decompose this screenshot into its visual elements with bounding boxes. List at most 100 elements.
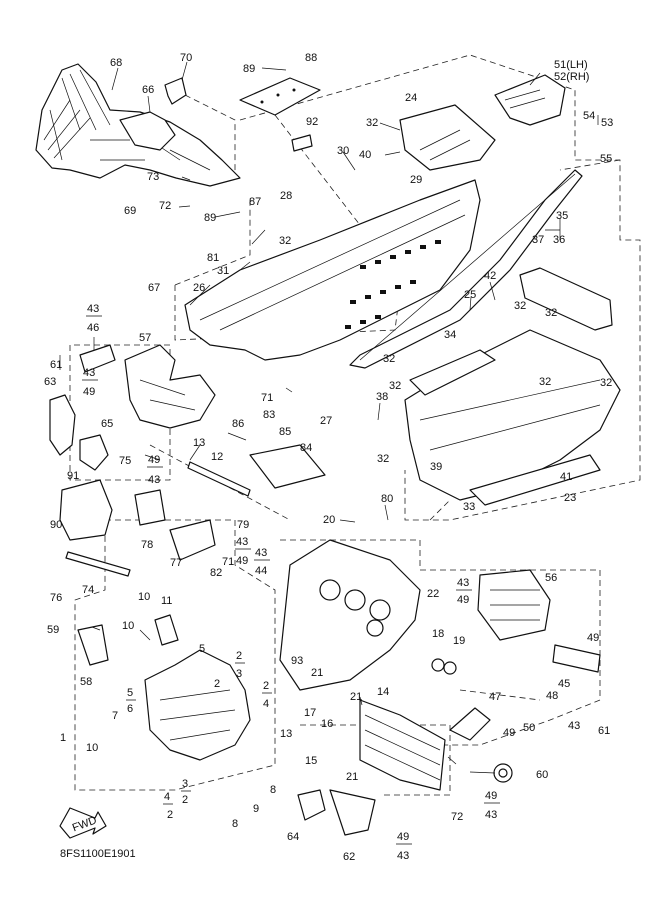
callout-43c: 43 xyxy=(148,474,160,486)
callout-49a: 49 xyxy=(83,386,95,398)
callout-56: 56 xyxy=(545,572,557,584)
callout-79: 79 xyxy=(237,519,249,531)
callout-30: 30 xyxy=(337,145,349,157)
callout-77: 77 xyxy=(170,557,182,569)
callout-32d: 32 xyxy=(545,307,557,319)
callout-32: 32 xyxy=(366,117,378,129)
callout-43e: 43 xyxy=(255,547,267,559)
callout-47: 47 xyxy=(489,691,501,703)
callout-62: 62 xyxy=(343,851,355,863)
callout-2d: 2 xyxy=(167,809,173,821)
callout-3b: 3 xyxy=(182,778,188,790)
callout-49h: 49 xyxy=(397,831,409,843)
callout-46: 46 xyxy=(87,322,99,334)
diagram-code: 8FS1100E1901 xyxy=(60,848,136,860)
bracket-46-part xyxy=(79,344,116,373)
callout-63: 63 xyxy=(44,376,56,388)
bracket-56-part xyxy=(477,569,551,641)
cross-member-part xyxy=(409,349,496,396)
callout-21b: 21 xyxy=(350,691,362,703)
callout-13b: 13 xyxy=(280,728,292,740)
callout-78: 78 xyxy=(141,539,153,551)
rear-panel-part xyxy=(399,104,496,171)
bracket-78-part xyxy=(134,489,166,526)
callout-4a: 4 xyxy=(263,698,269,710)
callout-labels: 68 70 88 89 66 51(LH) 52(RH) 54 53 55 24… xyxy=(44,52,613,863)
callout-82: 82 xyxy=(210,567,222,579)
heat-exchanger-part xyxy=(359,699,446,791)
callout-43f: 43 xyxy=(457,577,469,589)
callout-43i: 43 xyxy=(397,850,409,862)
callout-70: 70 xyxy=(180,52,192,64)
side-bracket-part xyxy=(494,74,566,126)
callout-8a: 8 xyxy=(232,818,238,830)
callout-32h2: 32 xyxy=(600,377,612,389)
bracket-65-part xyxy=(79,434,109,471)
callout-92: 92 xyxy=(306,116,318,128)
callout-49b: 49 xyxy=(148,454,160,466)
callout-88: 88 xyxy=(305,52,317,64)
callout-49c: 49 xyxy=(236,555,248,567)
callout-42: 42 xyxy=(484,270,496,282)
callout-76: 76 xyxy=(50,592,62,604)
callout-15: 15 xyxy=(305,755,317,767)
callout-59: 59 xyxy=(47,624,59,636)
callout-91: 91 xyxy=(67,470,79,482)
subframe-part xyxy=(404,329,621,501)
bracket-58-part xyxy=(77,624,109,666)
callout-93: 93 xyxy=(291,655,303,667)
callout-50: 50 xyxy=(523,722,535,734)
callout-39: 39 xyxy=(430,461,442,473)
callout-10b: 10 xyxy=(122,620,134,632)
engine-mount-part xyxy=(279,539,421,691)
cover-64-part xyxy=(297,789,326,821)
callout-17: 17 xyxy=(304,707,316,719)
callout-37: 37 xyxy=(532,234,544,246)
callout-45: 45 xyxy=(558,678,570,690)
callout-41: 41 xyxy=(560,471,572,483)
callout-32g: 32 xyxy=(377,453,389,465)
callout-85: 85 xyxy=(279,426,291,438)
callout-2c: 2 xyxy=(182,794,188,806)
bracket-77-part xyxy=(169,519,216,561)
callout-20: 20 xyxy=(323,514,335,526)
callout-38: 38 xyxy=(376,391,388,403)
callout-10c: 10 xyxy=(86,742,98,754)
callout-22: 22 xyxy=(427,588,439,600)
duct-62-part xyxy=(329,789,376,836)
callout-72b: 72 xyxy=(451,811,463,823)
callout-32c: 32 xyxy=(514,300,526,312)
label-92-part xyxy=(291,134,313,152)
callout-84: 84 xyxy=(300,442,312,454)
callout-43h: 43 xyxy=(485,809,497,821)
callout-23: 23 xyxy=(564,492,576,504)
callout-71a: 71 xyxy=(261,392,273,404)
callout-14: 14 xyxy=(377,686,389,698)
callout-73: 73 xyxy=(147,171,159,183)
rear-bumper-part xyxy=(519,267,613,331)
tunnel-frame-part xyxy=(184,179,481,361)
callout-53: 53 xyxy=(601,117,613,129)
tunnel-holes xyxy=(345,240,441,329)
callout-35: 35 xyxy=(556,210,568,222)
callout-40: 40 xyxy=(359,149,371,161)
callout-33: 33 xyxy=(463,501,475,513)
fwd-arrow: FWD xyxy=(59,807,107,839)
callout-75: 75 xyxy=(119,455,131,467)
callout-9: 9 xyxy=(253,803,259,815)
callout-2b: 2 xyxy=(263,680,269,692)
callout-72: 72 xyxy=(159,200,171,212)
callout-51: 51(LH) xyxy=(554,59,588,71)
callout-32g2: 32 xyxy=(539,376,551,388)
callout-43g: 43 xyxy=(568,720,580,732)
callout-86: 86 xyxy=(232,418,244,430)
callout-48: 48 xyxy=(546,690,558,702)
callout-43b: 43 xyxy=(83,367,95,379)
callout-34: 34 xyxy=(444,329,456,341)
callout-1: 1 xyxy=(60,732,66,744)
callout-87: 87 xyxy=(249,196,261,208)
callout-89: 89 xyxy=(243,63,255,75)
cover-63-part xyxy=(49,394,76,456)
callout-69: 69 xyxy=(124,205,136,217)
